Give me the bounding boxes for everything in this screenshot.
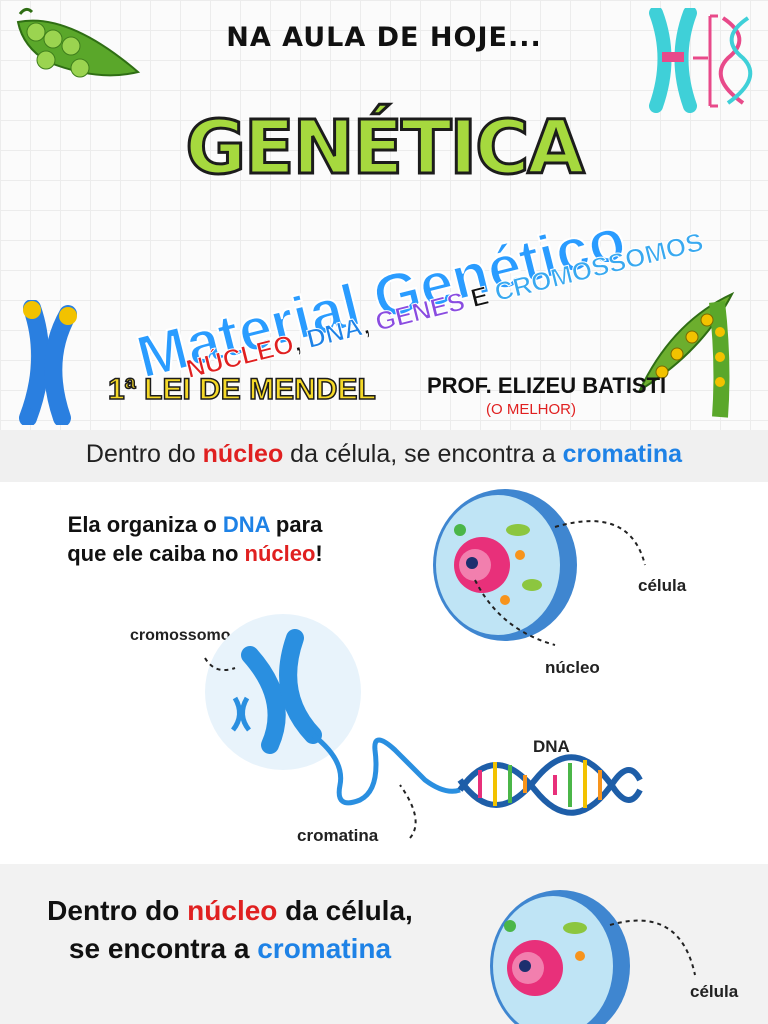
pointer-lines <box>474 520 646 646</box>
section3-band <box>0 864 768 1024</box>
label-nucleo: núcleo <box>545 658 600 677</box>
text-part: da célula, se encontra a <box>283 440 563 468</box>
open-pea-pod-icon <box>637 291 735 418</box>
highlight-cromatina: cromatina <box>562 440 683 468</box>
label-dna: DNA <box>533 737 570 756</box>
label-cromatina: cromatina <box>297 826 379 845</box>
pointer-line-2 <box>609 919 696 976</box>
section3-text: Dentro do núcleo da célula, se encontra … <box>20 892 440 968</box>
text-part: se encontra a <box>68 933 258 964</box>
pea-pod-icon <box>16 7 141 78</box>
chromosome-dna-illustration <box>204 614 643 839</box>
professor-name: PROF. ELIZEU BATISTI <box>427 373 667 398</box>
text-part: que ele caiba no <box>67 541 245 566</box>
cell-illustration <box>433 489 577 641</box>
highlight-nucleo: núcleo <box>187 895 278 926</box>
label-cromossomo: cromossomo <box>130 627 231 644</box>
text-part: Dentro do <box>85 440 203 468</box>
text-part: Ela organiza o <box>67 512 223 537</box>
section1-text: Dentro do núcleo da célula, se encontra … <box>0 440 768 469</box>
label-celula: célula <box>638 576 687 595</box>
highlight-cromatina: cromatina <box>257 933 392 964</box>
label-celula-2: célula <box>690 982 739 1001</box>
text-part: para <box>269 512 323 537</box>
professor-note: (O MELHOR) <box>486 401 576 418</box>
highlight-dna: DNA <box>222 512 270 537</box>
text-part: Dentro do <box>47 895 188 926</box>
highlight-nucleo: núcleo <box>244 541 316 566</box>
section2-text: Ela organiza o DNA para que ele caiba no… <box>30 510 360 568</box>
text-part: da célula, <box>277 895 413 926</box>
section2-area <box>0 482 768 864</box>
cell-illustration-2 <box>490 890 630 1024</box>
section1-band <box>0 430 768 482</box>
highlight-nucleo: núcleo <box>202 440 284 468</box>
page-title: GENÉTICA <box>184 104 586 193</box>
chromosome-icon <box>19 300 77 425</box>
intro-heading: NA AULA DE HOJE... <box>226 22 542 53</box>
chromosome-dna-icon <box>649 8 753 113</box>
mendel-heading: 1ª LEI DE MENDEL <box>107 372 376 407</box>
text-part: ! <box>315 541 323 566</box>
